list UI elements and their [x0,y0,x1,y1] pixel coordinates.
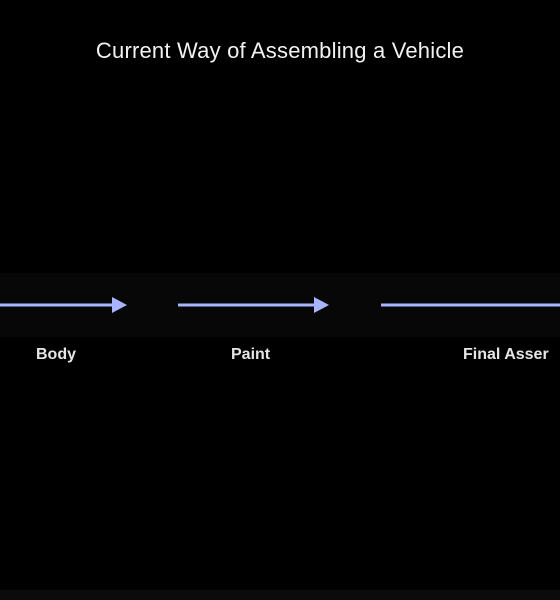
arrow-paint-to-final [178,297,329,313]
slide-title: Current Way of Assembling a Vehicle [95,38,465,63]
arrow-body-to-paint [0,297,127,313]
stage-label-body: Body [36,346,76,363]
process-flow-arrows [0,297,560,313]
stage-label-paint: Paint [231,346,271,363]
bottom-strip [0,590,560,600]
stage-label-final-assembly: Final Asser [463,346,549,363]
